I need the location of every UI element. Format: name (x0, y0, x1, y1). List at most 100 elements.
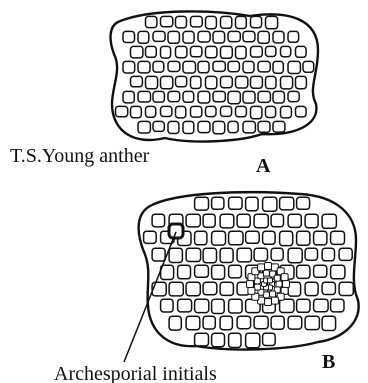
panel-b-cell (212, 231, 226, 245)
panel-b-cell (246, 333, 260, 348)
panel-a-cell (288, 61, 300, 73)
panel-b-cell (237, 248, 251, 262)
panel-a-cell (153, 31, 165, 41)
panel-b-sporogenous-cell (258, 264, 265, 271)
panel-a-cell (153, 121, 164, 131)
panel-a-cell (206, 46, 217, 57)
panel-b-cell (314, 231, 327, 245)
panel-b-cell (254, 316, 268, 329)
panel-b-letter: B (322, 351, 335, 373)
panel-a-cell (228, 31, 240, 41)
panel-a-cell (183, 31, 194, 43)
panel-b-cell (280, 197, 294, 210)
panel-a-cell (161, 16, 173, 26)
panel-b-cell (288, 248, 302, 263)
panel-a-cell (266, 16, 278, 28)
panel-a-cell (153, 61, 164, 72)
panel-b-sporogenous-cell (265, 299, 272, 306)
panel-a-cell (161, 106, 172, 116)
panel-a-cell (266, 46, 276, 56)
panel-b-cell (254, 214, 268, 228)
panel-b-cell (331, 265, 345, 279)
panel-a-cell (228, 91, 240, 103)
panel-b-cell (339, 282, 353, 295)
panel-b-cell (288, 316, 302, 329)
panel-a-cell (146, 76, 158, 88)
panel-a-cell (168, 91, 180, 101)
panel-b-sporogenous-cell (271, 297, 278, 304)
panel-b-cell (229, 231, 243, 245)
panel-b-cell (161, 299, 174, 312)
panel-a-cell (251, 106, 262, 118)
panel-a-cell (258, 91, 270, 102)
panel-b-cell (203, 214, 215, 227)
panel-b-cell (195, 197, 209, 210)
panel-a-cell (243, 121, 255, 132)
panel-b-cell (229, 299, 243, 313)
panel-b-cell (229, 333, 241, 347)
panel-b-cell (314, 299, 329, 312)
panel-a-cell (123, 61, 135, 73)
panel-a-cell (198, 31, 210, 42)
panel-b-cell (169, 248, 182, 262)
panel-a-cell (198, 91, 210, 103)
panel-a-cell (243, 61, 254, 72)
panel-a-cell (281, 76, 293, 89)
panel-b-cell (263, 231, 276, 244)
panel-a-cell (251, 16, 262, 27)
panel-a-cell (288, 91, 299, 101)
panel-b-cell (288, 214, 301, 227)
panel-b-cell (220, 316, 232, 330)
panel-a-cell (191, 16, 203, 27)
panel-a-cell (243, 31, 255, 41)
panel-a-cell (131, 46, 143, 58)
panel-b-cell (271, 316, 284, 329)
panel-b-cell (246, 231, 260, 243)
panel-b-cell (178, 299, 192, 312)
panel-a-cell (296, 106, 307, 117)
panel-b-cell (195, 265, 209, 277)
panel-b-cell (203, 248, 216, 263)
panel-b-cell (144, 231, 157, 243)
panel-b-cell (331, 231, 345, 244)
panel-b-sporogenous-cell (248, 287, 255, 294)
panel-b-cell (237, 316, 251, 329)
panel-b-cell (229, 265, 242, 278)
panel-b-cell (322, 214, 336, 228)
panel-b-cell (195, 231, 207, 245)
panel-b-cell (322, 316, 336, 330)
panel-b-cell (229, 197, 243, 209)
panel-a-cell (138, 91, 151, 102)
panel-b-cell (212, 197, 224, 209)
panel-b-sporogenous-cell (247, 281, 254, 288)
panel-a-cell (198, 121, 210, 132)
panel-a-cell (266, 106, 276, 117)
panel-b-cell (297, 265, 310, 278)
panel-a-cell (176, 76, 187, 86)
panel-a-cell (123, 91, 134, 103)
panel-a-cell (191, 76, 201, 88)
panel-b-cell (305, 316, 319, 329)
panel-b-cell (186, 282, 200, 296)
panel-a-cell (153, 91, 164, 102)
panel-a-cell (176, 46, 187, 57)
panel-a-cell (131, 76, 143, 86)
archesporial-initials-label: Archesporial initials (54, 363, 217, 383)
panel-b-cell (212, 265, 225, 279)
panel-a-cell (206, 76, 217, 88)
panel-a-cell (281, 106, 292, 118)
panel-a-cell (213, 31, 225, 43)
panel-b-cell (212, 333, 225, 347)
panel-b-cell (297, 299, 310, 312)
panel-a-cell (281, 46, 291, 56)
panel-b-cell (263, 197, 277, 211)
panel-a-cell (206, 16, 217, 28)
panel-a-cell (146, 106, 156, 117)
panel-a-cell (123, 31, 135, 42)
panel-a-cell (183, 91, 194, 102)
panel-a-cell (138, 31, 149, 43)
panel-b-cell (195, 333, 209, 346)
panel-a-cell (251, 76, 263, 88)
panel-b-cell (305, 282, 318, 295)
